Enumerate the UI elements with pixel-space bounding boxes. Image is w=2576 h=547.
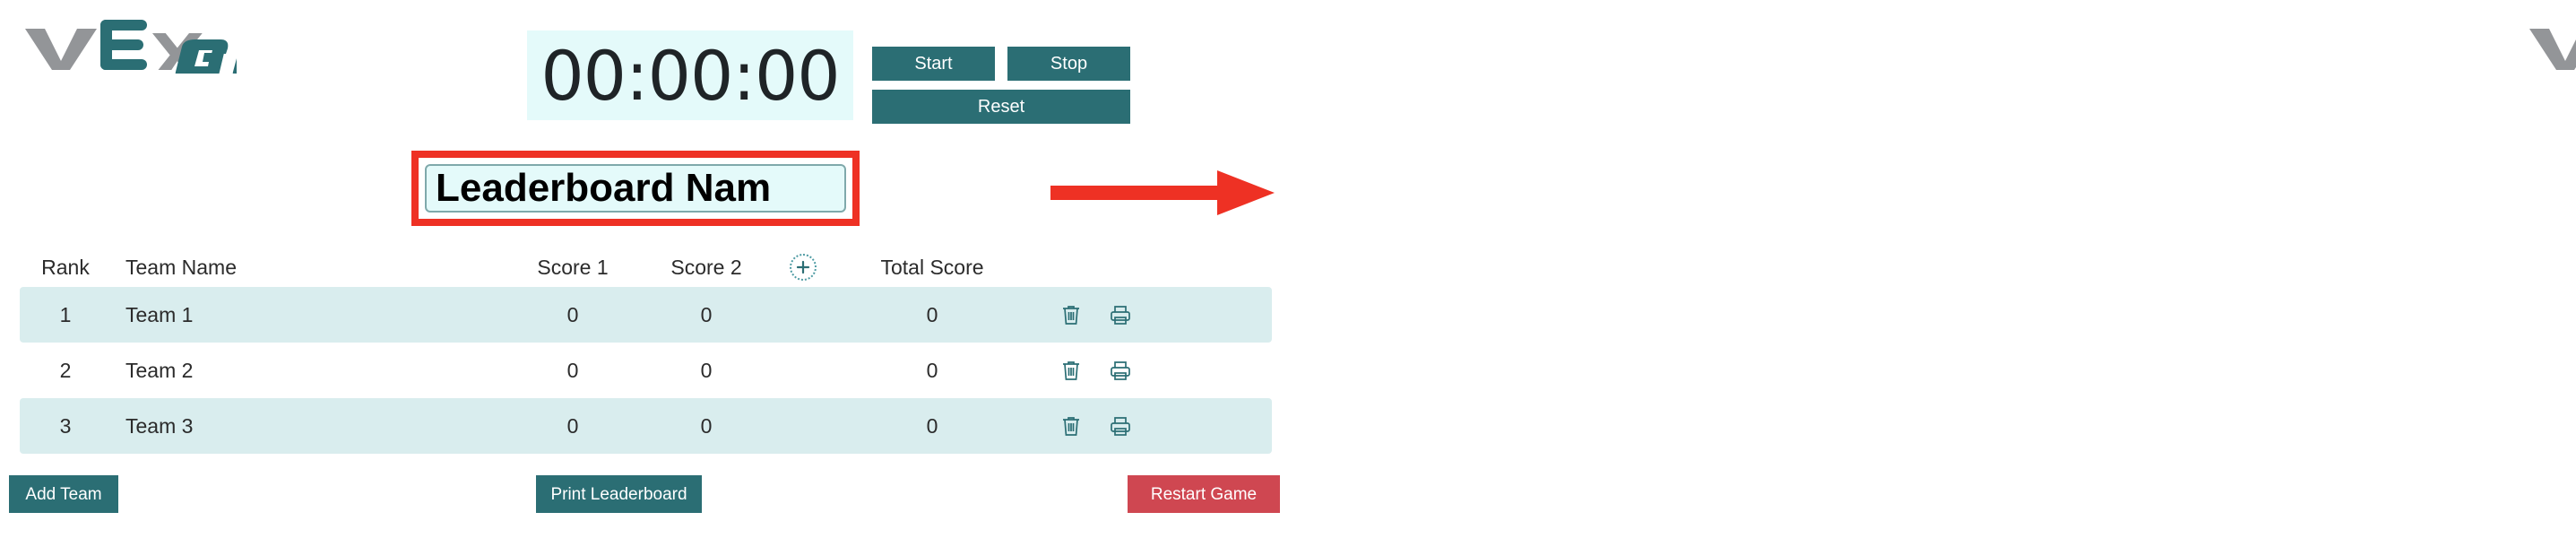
- header-rank: Rank: [41, 255, 90, 279]
- cell-rank: 1: [59, 302, 72, 326]
- cell-rank: 2: [59, 358, 72, 382]
- stop-button[interactable]: Stop: [1007, 47, 1130, 81]
- cell-total: 0: [926, 358, 938, 382]
- printer-icon[interactable]: [1110, 415, 1131, 437]
- header-total-score: Total Score: [880, 255, 984, 279]
- add-team-button[interactable]: Add Team: [9, 475, 118, 513]
- footer-actions: Add Team Print Leaderboard Restart Game: [0, 475, 1288, 529]
- plus-circle-icon[interactable]: [790, 254, 817, 281]
- leaderboard-panel-after: 00:00:00 Start Stop Reset Mars Math Expe…: [1288, 0, 2576, 547]
- reset-button[interactable]: Reset: [872, 90, 1130, 124]
- timer-controls: Start Stop Reset: [872, 47, 1130, 124]
- vex-go-logo: [25, 20, 237, 74]
- cell-total: 0: [926, 413, 938, 438]
- transition-arrow-icon: [1050, 170, 1275, 215]
- header-score-2: Score 2: [670, 255, 742, 279]
- restart-game-button[interactable]: Restart Game: [1128, 475, 1280, 513]
- cell-team[interactable]: Team 2: [125, 358, 194, 382]
- trash-icon[interactable]: [1061, 415, 1081, 437]
- print-leaderboard-button[interactable]: Print Leaderboard: [536, 475, 702, 513]
- table-header-row: Rank Team Name Score 1 Score 2 Total Sco…: [20, 247, 1272, 287]
- cell-score1[interactable]: 0: [566, 358, 579, 382]
- leaderboard-name-value: Leaderboard Nam: [436, 166, 772, 210]
- add-column-cell: [769, 254, 837, 281]
- vex-go-logo: [2529, 29, 2576, 70]
- leaderboard-name-highlight: Leaderboard Nam: [411, 151, 860, 226]
- header-team-name: Team Name: [125, 255, 237, 279]
- leaderboard-panel-before: 00:00:00 Start Stop Reset Leaderboard Na…: [0, 0, 1288, 529]
- cell-total: 0: [926, 302, 938, 326]
- cell-score2[interactable]: 0: [700, 302, 713, 326]
- printer-icon[interactable]: [1110, 360, 1131, 381]
- table-row[interactable]: 2 Team 2 0 0 0: [20, 343, 1272, 398]
- table-row[interactable]: 1 Team 1 0 0 0: [20, 287, 1272, 343]
- cell-actions: [1027, 415, 1269, 437]
- timer-value: 00:00:00: [540, 35, 840, 116]
- leaderboard-table: Rank Team Name Score 1 Score 2 Total Sco…: [20, 247, 1272, 454]
- header-row: 00:00:00 Start Stop Reset: [1288, 0, 2576, 143]
- cell-score2[interactable]: 0: [700, 413, 713, 438]
- trash-icon[interactable]: [1061, 304, 1081, 326]
- trash-icon[interactable]: [1061, 360, 1081, 381]
- cell-score2[interactable]: 0: [700, 358, 713, 382]
- timer-display: 00:00:00: [527, 30, 853, 120]
- table-row[interactable]: 3 Team 3 0 0 0: [20, 398, 1272, 454]
- printer-icon[interactable]: [1110, 304, 1131, 326]
- cell-actions: [1027, 360, 1269, 381]
- cell-score1[interactable]: 0: [566, 302, 579, 326]
- cell-actions: [1027, 304, 1269, 326]
- cell-team[interactable]: Team 1: [125, 302, 194, 326]
- cell-score1[interactable]: 0: [566, 413, 579, 438]
- start-button[interactable]: Start: [872, 47, 995, 81]
- header-row: 00:00:00 Start Stop Reset: [0, 0, 1288, 143]
- header-score-1: Score 1: [537, 255, 609, 279]
- cell-rank: 3: [59, 413, 72, 438]
- leaderboard-name-input[interactable]: Leaderboard Nam: [425, 164, 846, 213]
- cell-team[interactable]: Team 3: [125, 413, 194, 438]
